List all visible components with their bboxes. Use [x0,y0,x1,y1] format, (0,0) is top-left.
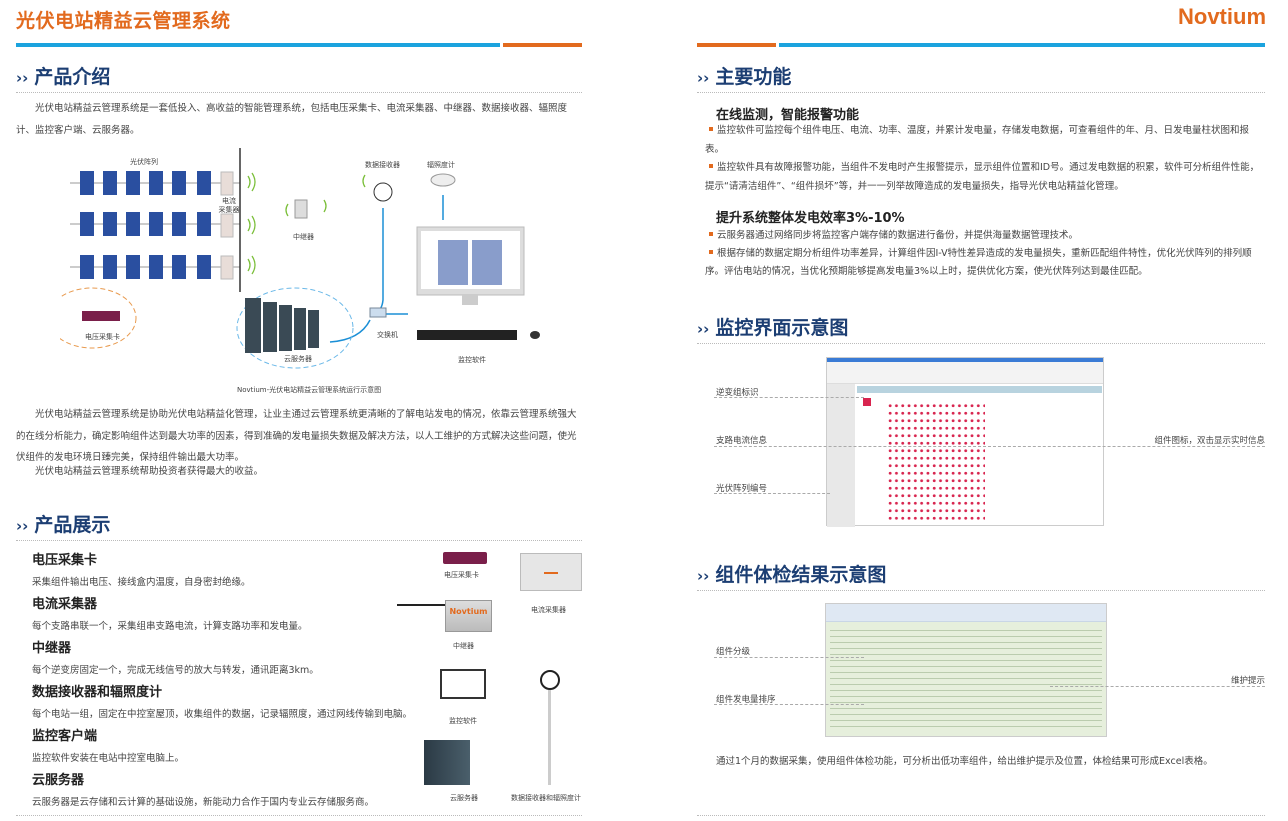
callout-line [714,397,864,398]
section-heading-monitor: ››监控界面示意图 [697,317,849,339]
receiver-image [540,670,560,690]
dotted-divider [697,590,1265,591]
monitor-screenshot [826,357,1104,527]
product-item: 电流采集器每个支路串联一个，采集组串支路电流，计算支路功率和发电量。 [32,593,432,637]
dotted-divider [697,815,1265,816]
product-item: 云服务器云服务器是云存储和云计算的基础设施，新能动力合作于国内专业云存储服务商。 [32,769,432,813]
callout-maintenance-tip: 维护提示 [1230,676,1265,686]
divider-blue-left [16,43,500,47]
product-item: 中继器每个逆变房固定一个，完成无线信号的放大与转发，通讯距离3km。 [32,637,432,681]
callout-branch-current: 支路电流信息 [716,436,768,446]
voltage-card-device [82,311,120,321]
excel-screenshot [825,603,1107,737]
product-desc: 每个支路串联一个，采集组串支路电流，计算支路功率和发电量。 [32,621,308,632]
image-caption: 数据接收器和辐照度计 [511,794,581,802]
feature-bullet: 监控软件具有故障报警功能，当组件不发电时产生报警提示，显示组件位置和ID号。通过… [705,159,1267,196]
receiver-pole [548,690,551,785]
monitor-image [440,669,486,699]
antenna [397,604,447,606]
system-diagram: 光伏阵列 电流 采集器 中继器 数据接收器 辐照度计 电压采集卡 云服务器 交换… [60,140,540,400]
product-list: 电压采集卡采集组件输出电压、接线盒内温度，自身密封绝缘。 电流采集器每个支路串联… [32,549,432,813]
label-voltage-card: 电压采集卡 [85,333,120,341]
image-caption: 中继器 [453,642,474,650]
callout-line [714,493,830,494]
brand-logo: Novtium [1178,4,1266,29]
callout-line [714,446,1265,447]
dotted-divider [697,92,1265,93]
callout-line [714,704,864,705]
product-item: 电压采集卡采集组件输出电压、接线盒内温度，自身密封绝缘。 [32,549,432,593]
dotted-divider [16,540,582,541]
divider-orange-right [697,43,776,47]
irradiance-device [430,173,456,187]
image-caption: 监控软件 [449,717,477,725]
callout-line [1050,686,1265,687]
feature-subheading: 提升系统整体发电效率3%-10% [716,211,905,226]
section-heading-report: ››组件体检结果示意图 [697,564,887,586]
feature-bullet: 根据存储的数据定期分析组件功率差异，计算组件因I-V特性差异造成的发电量损失，重… [705,245,1267,281]
product-title: 电流采集器 [32,597,98,612]
intro-paragraph-3: 光伏电站精益云管理系统帮助投资者获得最大的收益。 [35,466,264,477]
keyboard [417,330,517,340]
label-pv-array: 光伏阵列 [130,158,158,166]
switch-device [369,307,387,318]
label-current-collector: 电流 采集器 [218,197,240,214]
cloud-server-image [424,740,470,785]
intro-paragraph-1: 光伏电站精益云管理系统是一套低投入、高收益的智能管理系统，包括电压采集卡、电流采… [16,103,568,136]
image-caption: 云服务器 [450,794,478,802]
product-item: 数据接收器和辐照度计每个电站一组，固定在中控室屋顶，收集组件的数据，记录辐照度，… [32,681,432,725]
product-title: 监控客户端 [32,729,98,744]
callout-line [714,657,864,658]
product-desc: 监控软件安装在电站中控室电脑上。 [32,753,185,764]
dotted-divider [697,343,1265,344]
label-data-receiver: 数据接收器 [365,161,400,169]
diagram-caption: Novtium-光伏电站精益云管理系统运行示意图 [237,386,382,394]
product-desc: 采集组件输出电压、接线盒内温度，自身密封绝缘。 [32,577,251,588]
pv-array-rows [70,171,240,280]
section-heading-showcase: ››产品展示 [16,514,111,536]
product-title: 电压采集卡 [32,553,98,568]
product-desc: 每个逆变房固定一个，完成无线信号的放大与转发，通讯距离3km。 [32,665,319,676]
callout-power-ranking: 组件发电量排序 [716,695,776,705]
callout-array-number: 光伏阵列编号 [716,484,768,494]
divider-orange-left [503,43,582,47]
voltage-card-image [443,552,487,564]
feature-bullet: 云服务器通过网络同步将监控客户端存储的数据进行备份，并提供海量数据管理技术。 [705,227,1267,245]
divider-blue-right [779,43,1265,47]
product-desc: 云服务器是云存储和云计算的基础设施，新能动力合作于国内专业云存储服务商。 [32,797,375,808]
dotted-divider [16,92,582,93]
label-switch: 交换机 [377,331,398,339]
section-heading-features: ››主要功能 [697,66,792,88]
intro-paragraph-2: 光伏电站精益云管理系统是协助光伏电站精益化管理，让业主通过云管理系统更清晰的了解… [16,409,577,463]
callout-module-grade: 组件分级 [716,647,751,657]
report-description: 通过1个月的数据采集，使用组件体检功能，可分析出低功率组件，给出维护提示及位置，… [716,756,1213,767]
image-caption: 电压采集卡 [444,571,479,579]
label-repeater: 中继器 [293,233,314,241]
feature-subheading: 在线监测，智能报警功能 [716,108,860,123]
label-cloud-server: 云服务器 [284,355,312,363]
product-desc: 每个电站一组，固定在中控室屋顶，收集组件的数据，记录辐照度，通过网线传输到电脑。 [32,709,413,720]
repeater-device [294,199,308,219]
current-collector-image [520,553,582,591]
section-heading-intro: ››产品介绍 [16,66,111,88]
product-title: 数据接收器和辐照度计 [32,685,163,700]
document-title: 光伏电站精益云管理系统 [16,10,231,32]
callout-inverter-group: 逆变组标识 [716,388,759,398]
product-title: 云服务器 [32,773,85,788]
label-monitor-software: 监控软件 [458,356,486,364]
feature-bullet: 监控软件可监控每个组件电压、电流、功率、温度，并累计发电量，存储发电数据，可查看… [705,122,1267,159]
product-item: 监控客户端监控软件安装在电站中控室电脑上。 [32,725,432,769]
label-irradiance-meter: 辐照度计 [427,161,455,169]
product-title: 中继器 [32,641,72,656]
diagram-graphic [60,148,540,369]
feature-bullets-2: 云服务器通过网络同步将监控客户端存储的数据进行备份，并提供海量数据管理技术。 根… [705,227,1267,281]
dotted-divider [16,815,582,816]
feature-bullets-1: 监控软件可监控每个组件电压、电流、功率、温度，并累计发电量，存储发电数据，可查看… [705,122,1267,196]
callout-module-icon: 组件图标，双击显示实时信息 [1154,436,1265,446]
repeater-image: Novtium [445,600,492,632]
image-caption: 电流采集器 [531,606,566,614]
receiver-device [373,182,393,202]
